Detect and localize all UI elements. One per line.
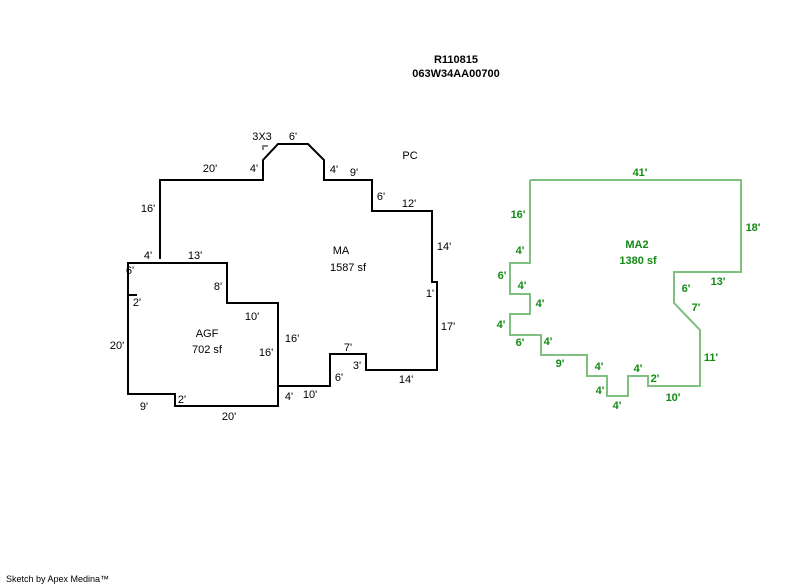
ma2-dim: 6' xyxy=(516,337,525,349)
ma2-dim: 16' xyxy=(511,209,526,221)
ma2-dim: 13' xyxy=(711,276,726,288)
ma-dim: 12' xyxy=(402,198,416,210)
agf-outline xyxy=(127,262,279,407)
agf-name: AGF xyxy=(196,328,219,340)
agf-dim: 2' xyxy=(178,394,186,406)
ma-outline xyxy=(159,143,438,387)
ma2-dim: 4' xyxy=(595,361,604,373)
ma2-dim: 11' xyxy=(704,352,719,364)
ma2-dim: 4' xyxy=(634,363,643,375)
ma-dim: 4' xyxy=(285,391,293,403)
ma2-dim: 7' xyxy=(692,302,701,314)
agf-dim: 16' xyxy=(259,347,273,359)
ma2-dim: 4' xyxy=(544,336,553,348)
ma2-dim: 4' xyxy=(497,319,506,331)
agf-dim: 8' xyxy=(214,281,222,293)
ma-dim: 7' xyxy=(344,342,352,354)
ma-dim: 9' xyxy=(350,167,358,179)
ma-dim: 14' xyxy=(437,241,451,253)
ma2-dim: 18' xyxy=(746,222,761,234)
ma2-dim: 9' xyxy=(556,358,565,370)
agf-dim: 10' xyxy=(245,311,259,323)
ma2-dim: 10' xyxy=(666,392,681,404)
ma2-dim: 2' xyxy=(651,373,660,385)
sketch-credit: Sketch by Apex Medina™ xyxy=(6,574,110,584)
ma-dim: 10' xyxy=(303,389,317,401)
agf-dim: 9' xyxy=(140,401,148,413)
ma2-dim: 4' xyxy=(516,245,525,257)
ma2-dim: 41' xyxy=(633,167,648,179)
ma2-dim: 4' xyxy=(613,400,622,412)
ma-dim: 20' xyxy=(203,163,217,175)
ma2-dim: 6' xyxy=(498,270,507,282)
ma2-dim: 4' xyxy=(596,385,605,397)
ma2-dim: 4' xyxy=(518,280,527,292)
bay-label: 3X3 xyxy=(252,131,272,143)
ma-dim: 16' xyxy=(141,203,155,215)
ma2-outline xyxy=(509,179,742,397)
agf-dim: 20' xyxy=(222,411,236,423)
ma-dim: 4' xyxy=(330,164,338,176)
ma-dim: 16' xyxy=(285,333,299,345)
agf-dim: 20' xyxy=(110,340,124,352)
ma-dim: 6' xyxy=(335,372,343,384)
ma-name: MA xyxy=(333,245,350,257)
ma-dim: 4' xyxy=(250,163,258,175)
ma-dim: 6' xyxy=(377,191,385,203)
ma-dim: 1' xyxy=(426,288,434,300)
ma-dim: 14' xyxy=(399,374,413,386)
ma-dim: 3' xyxy=(353,360,361,372)
agf-dim: 6' xyxy=(126,265,134,277)
map-tax-lot: 063W34AA00700 xyxy=(412,68,499,80)
ma-dim: 17' xyxy=(441,321,455,333)
agf-dim: 2' xyxy=(133,297,141,309)
ma-dim: 4' xyxy=(144,250,152,262)
ma2-dim: 6' xyxy=(682,283,691,295)
ma2-area: 1380 sf xyxy=(619,255,657,267)
ma2-name: MA2 xyxy=(625,239,648,251)
bay-marker-icon xyxy=(262,145,268,150)
ma-dim: 13' xyxy=(188,250,202,262)
pc-label: PC xyxy=(402,150,417,162)
ma-dim: 6' xyxy=(289,131,297,143)
agf-area: 702 sf xyxy=(192,344,223,356)
ma-area: 1587 sf xyxy=(330,262,367,274)
ma2-dim: 4' xyxy=(536,298,545,310)
account-id: R110815 xyxy=(434,54,478,66)
